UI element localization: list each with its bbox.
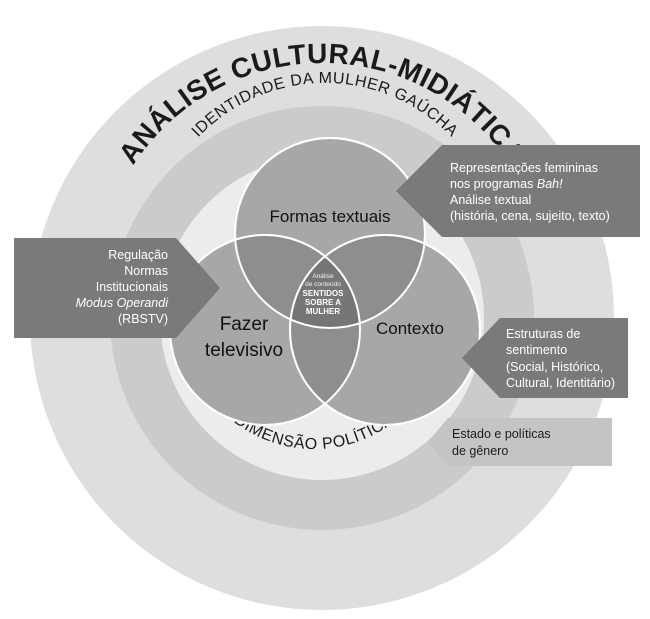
callout-left-line4: Modus Operandi: [76, 296, 170, 310]
callout-top-right: Representações femininas nos programas B…: [396, 145, 640, 237]
label-televisivo: televisivo: [205, 340, 283, 361]
overlap-center: [290, 235, 360, 328]
callout-mid-right-line2: sentimento: [506, 343, 567, 357]
callout-mid-right-shape: [462, 318, 628, 398]
center-bold-line3: MULHER: [306, 307, 340, 316]
label-fazer: Fazer: [220, 314, 269, 335]
callout-bottom-right-line2: de gênero: [452, 444, 508, 458]
center-bold-line2: SOBRE A: [305, 298, 341, 307]
callout-bottom-right: Estado e políticas de gênero: [428, 418, 612, 466]
callout-top-right-shape: [396, 145, 640, 237]
callout-mid-right-line1: Estruturas de: [506, 327, 580, 341]
callout-left-line2: Normas: [124, 264, 168, 278]
callout-left-shape: [14, 238, 220, 338]
callout-top-right-line3: Análise textual: [450, 193, 531, 207]
center-small-line1: Análise: [312, 273, 334, 280]
callout-mid-right-line4: Cultural, Identitário): [506, 376, 615, 390]
callout-left-line3: Institucionais: [96, 280, 168, 294]
callout-top-right-line2: nos programas Bah!: [450, 177, 563, 191]
callout-mid-right: Estruturas de sentimento (Social, Histór…: [462, 318, 628, 398]
callout-left-line5: (RBSTV): [118, 312, 168, 326]
callout-left-line1: Regulação: [108, 248, 168, 262]
callout-top-right-line1: Representações femininas: [450, 161, 598, 175]
label-contexto: Contexto: [376, 319, 444, 338]
callout-bottom-right-line1: Estado e políticas: [452, 427, 551, 441]
callout-left: Regulação Normas Institucionais Modus Op…: [14, 238, 220, 338]
callout-mid-right-line3: (Social, Histórico,: [506, 360, 603, 374]
center-text: Análise de conteúdo SENTIDOS SOBRE A MUL…: [303, 273, 345, 316]
center-small-line2: de conteúdo: [305, 281, 341, 288]
label-formas-textuais: Formas textuais: [270, 207, 391, 226]
venn-diagram: [169, 137, 481, 426]
callout-top-right-line4: (história, cena, sujeito, texto): [450, 209, 610, 223]
center-bold-line1: SENTIDOS: [303, 289, 345, 298]
callout-bottom-right-shape: [428, 418, 612, 466]
